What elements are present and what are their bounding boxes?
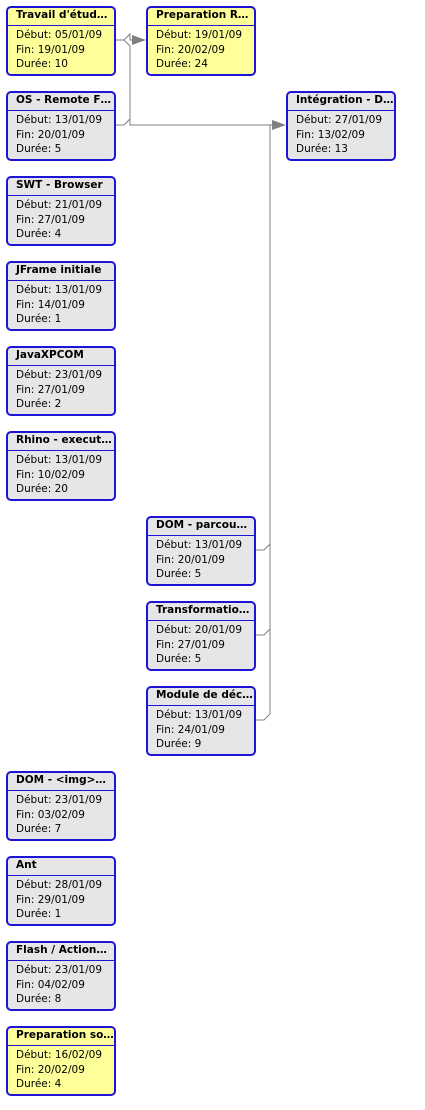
task-title: Rhino - execut… [8,433,114,451]
task-start: Début: 05/01/09 [16,29,103,41]
task-duration: Durée: 1 [16,313,62,325]
arrowhead-icon [132,35,146,45]
task-start: Début: 23/01/09 [16,369,103,381]
task-start: Début: 13/01/09 [156,709,243,721]
task-start: Début: 16/02/09 [16,1049,103,1061]
task-end: Fin: 13/02/09 [296,128,365,141]
task-end: Fin: 24/01/09 [156,723,225,736]
arrowhead-icon [272,120,286,130]
task-end: Fin: 04/02/09 [16,978,85,991]
task-duration: Durée: 1 [16,908,62,920]
task-duration: Durée: 5 [156,653,202,665]
task-duration: Durée: 9 [156,738,202,750]
task-end: Fin: 14/01/09 [16,298,85,311]
task-start: Début: 13/01/09 [16,454,103,466]
task-start: Début: 19/01/09 [156,29,243,41]
task-end: Fin: 20/01/09 [156,553,225,566]
task-duration: Durée: 4 [16,1078,62,1090]
task-duration: Durée: 5 [16,143,62,155]
task-title: DOM - <img>… [8,773,114,791]
task-end: Fin: 29/01/09 [16,893,85,906]
dependency-line [256,124,274,551]
task-title: Module de déci… [148,688,254,706]
task-duration: Durée: 24 [156,58,208,70]
task-title: Transformation… [148,603,254,621]
task-end: Fin: 19/01/09 [16,43,85,56]
task-start: Début: 13/01/09 [16,114,103,126]
task-duration: Durée: 10 [16,58,68,70]
task-title: JavaXPCOM [8,348,114,366]
task-title: Travail d'études… [8,8,114,26]
task-start: Début: 27/01/09 [296,114,383,126]
task-start: Début: 23/01/09 [16,964,103,976]
task-start: Début: 13/01/09 [156,539,243,551]
task-title: OS - Remote Fi… [8,93,114,111]
dependency-line [116,117,274,126]
task-title: Preparation sou… [8,1028,114,1046]
task-duration: Durée: 2 [16,398,62,410]
task-duration: Durée: 8 [16,993,62,1005]
task-end: Fin: 10/02/09 [16,468,85,481]
task-title: Preparation Ra… [148,8,254,26]
task-end: Fin: 20/02/09 [16,1063,85,1076]
task-end: Fin: 03/02/09 [16,808,85,821]
task-title: Flash / ActionSc… [8,943,114,961]
task-title: Ant [8,858,114,876]
task-title: Intégration - D… [288,93,394,111]
task-title: DOM - parcou… [148,518,254,536]
task-duration: Durée: 13 [296,143,348,155]
task-start: Début: 28/01/09 [16,879,103,891]
task-start: Début: 20/01/09 [156,624,243,636]
task-start: Début: 13/01/09 [16,284,103,296]
task-duration: Durée: 20 [16,483,68,495]
dependency-line [256,124,274,721]
task-start: Début: 23/01/09 [16,794,103,806]
task-duration: Durée: 4 [16,228,62,240]
task-title: JFrame initiale [8,263,114,281]
task-end: Fin: 27/01/09 [156,638,225,651]
task-end: Fin: 27/01/09 [16,383,85,396]
task-end: Fin: 20/02/09 [156,43,225,56]
task-end: Fin: 27/01/09 [16,213,85,226]
task-start: Début: 21/01/09 [16,199,103,211]
task-end: Fin: 20/01/09 [16,128,85,141]
task-duration: Durée: 5 [156,568,202,580]
dependency-line [116,32,134,41]
task-title: SWT - Browser [8,178,114,196]
task-duration: Durée: 7 [16,823,62,835]
dependency-line [256,124,274,636]
